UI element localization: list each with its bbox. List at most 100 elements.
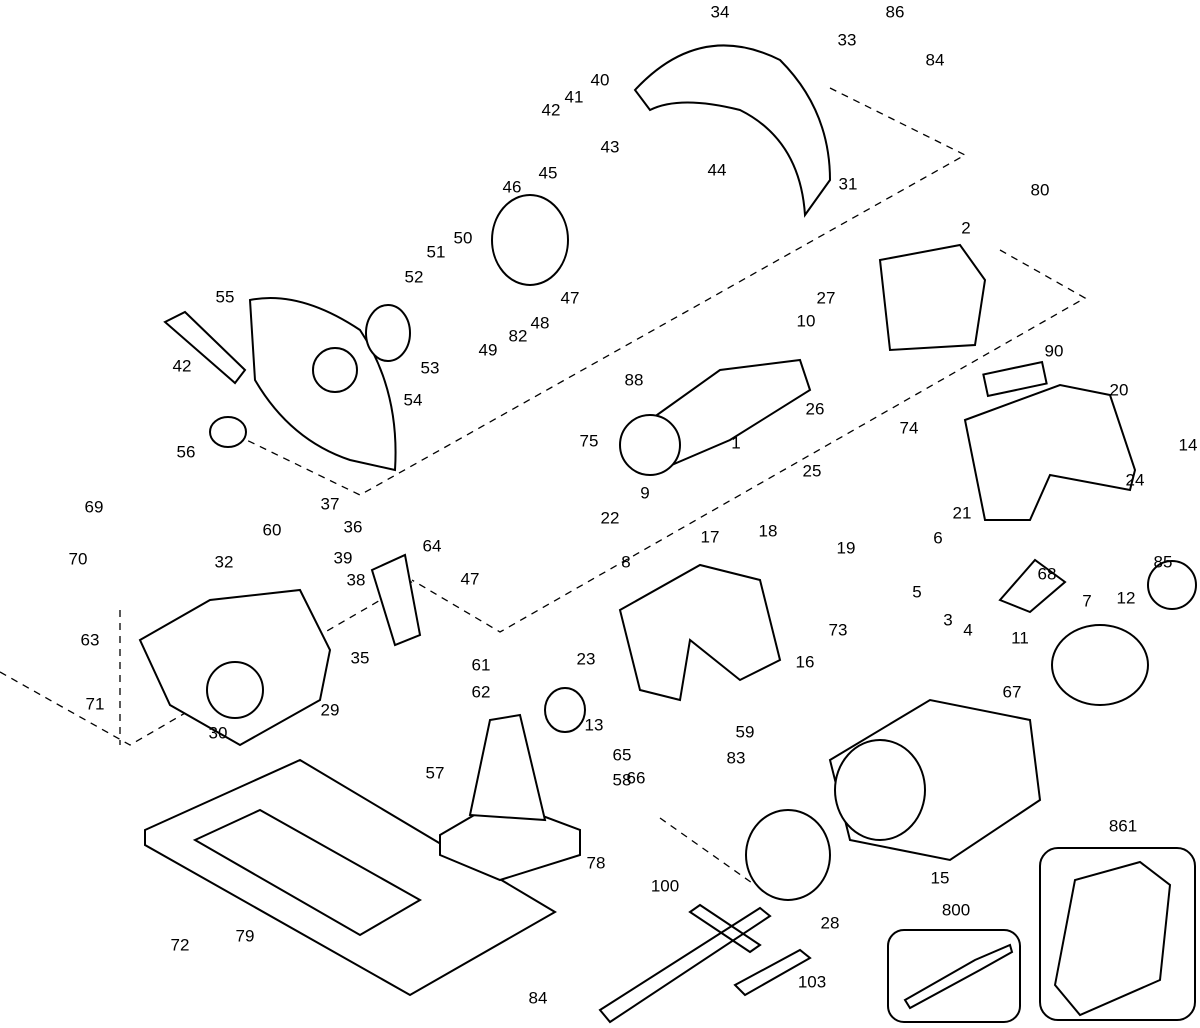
upper-assembly-boundary [229,87,967,496]
nameplate [982,360,1048,398]
guard-hub [312,347,358,393]
motor-field [878,243,987,352]
end-cap [1051,624,1149,706]
part-label-90: 90 [1044,341,1064,361]
part-label-2: 2 [961,218,971,238]
part-label-26: 26 [805,399,825,419]
part-label-42: 42 [541,100,561,120]
part-label-71: 71 [85,694,105,714]
armature-fan [619,414,681,476]
part-label-75: 75 [579,431,599,451]
part-label-13: 13 [584,715,604,735]
part-label-66: 66 [626,768,646,788]
part-label-35: 35 [350,648,370,668]
depth-knob [544,687,586,733]
part-label-28: 28 [820,913,840,933]
housing-opening [834,739,926,841]
blade-wrench [733,948,812,997]
blade-slot [192,808,423,937]
part-label-17: 17 [700,527,720,547]
part-label-103: 103 [797,972,827,992]
part-label-82: 82 [508,326,528,346]
label-disc [1147,560,1197,610]
rear-handle [963,383,1137,521]
part-label-46: 46 [502,177,522,197]
part-label-73: 73 [828,620,848,640]
part-label-7: 7 [1082,591,1092,611]
motor-assembly-boundary [411,249,1087,633]
part-label-3: 3 [943,610,953,630]
part-label-53: 53 [420,358,440,378]
part-label-24: 24 [1125,470,1145,490]
part-label-16: 16 [795,652,815,672]
retaining-ring [365,304,411,362]
rip-guide [598,903,772,1024]
part-label-34: 34 [710,2,730,22]
part-label-861: 861 [1108,816,1138,836]
retaining-clip [209,416,247,448]
part-label-800: 800 [941,900,971,920]
flange [491,194,569,286]
rip-fence [370,553,422,647]
guard-lever [163,310,247,385]
label-sheet [998,558,1067,614]
part-label-14: 14 [1178,435,1198,455]
part-label-9: 9 [640,483,650,503]
handle-assembly-boundary [119,610,756,886]
part-label-55: 55 [215,287,235,307]
part-label-37: 37 [320,494,340,514]
part-label-60: 60 [262,520,282,540]
front-handle-housing [618,563,782,702]
part-label-86: 86 [885,2,905,22]
part-label-44: 44 [707,160,727,180]
part-label-88: 88 [624,370,644,390]
part-label-38: 38 [346,570,366,590]
part-label-78: 78 [586,853,606,873]
part-label-59: 59 [735,722,755,742]
part-label-40: 40 [590,70,610,90]
part-label-29: 29 [320,700,340,720]
part-label-36: 36 [343,517,363,537]
part-label-42: 42 [172,356,192,376]
part-label-62: 62 [471,682,491,702]
part-label-21: 21 [952,503,972,523]
part-label-85: 85 [1153,552,1173,572]
baffle-ring [745,809,831,901]
part-label-67: 67 [1002,682,1022,702]
carrying-case [1053,860,1172,1017]
part-label-43: 43 [600,137,620,157]
part-label-84: 84 [528,988,548,1008]
part-label-25: 25 [802,461,822,481]
part-label-32: 32 [214,552,234,572]
part-label-45: 45 [538,163,558,183]
part-label-8: 8 [621,552,631,572]
part-label-56: 56 [176,442,196,462]
part-label-18: 18 [758,521,778,541]
part-label-12: 12 [1116,588,1136,608]
part-label-39: 39 [333,548,353,568]
part-label-52: 52 [404,267,424,287]
part-label-61: 61 [471,655,491,675]
part-label-27: 27 [816,288,836,308]
part-label-20: 20 [1109,380,1129,400]
part-label-80: 80 [1030,180,1050,200]
part-label-57: 57 [425,763,445,783]
part-label-30: 30 [208,723,228,743]
part-label-70: 70 [68,549,88,569]
part-label-31: 31 [838,174,858,194]
part-label-68: 68 [1037,564,1057,584]
part-label-19: 19 [836,538,856,558]
part-label-54: 54 [403,390,423,410]
part-label-64: 64 [422,536,442,556]
brush-tool [903,943,1014,1010]
part-label-15: 15 [930,868,950,888]
part-label-58: 58 [612,770,632,790]
part-label-11: 11 [1011,628,1029,648]
part-label-1: 1 [731,433,741,453]
part-label-4: 4 [963,620,973,640]
part-label-79: 79 [235,926,255,946]
part-label-33: 33 [837,30,857,50]
part-label-69: 69 [84,497,104,517]
part-label-72: 72 [170,935,190,955]
part-label-51: 51 [426,242,446,262]
